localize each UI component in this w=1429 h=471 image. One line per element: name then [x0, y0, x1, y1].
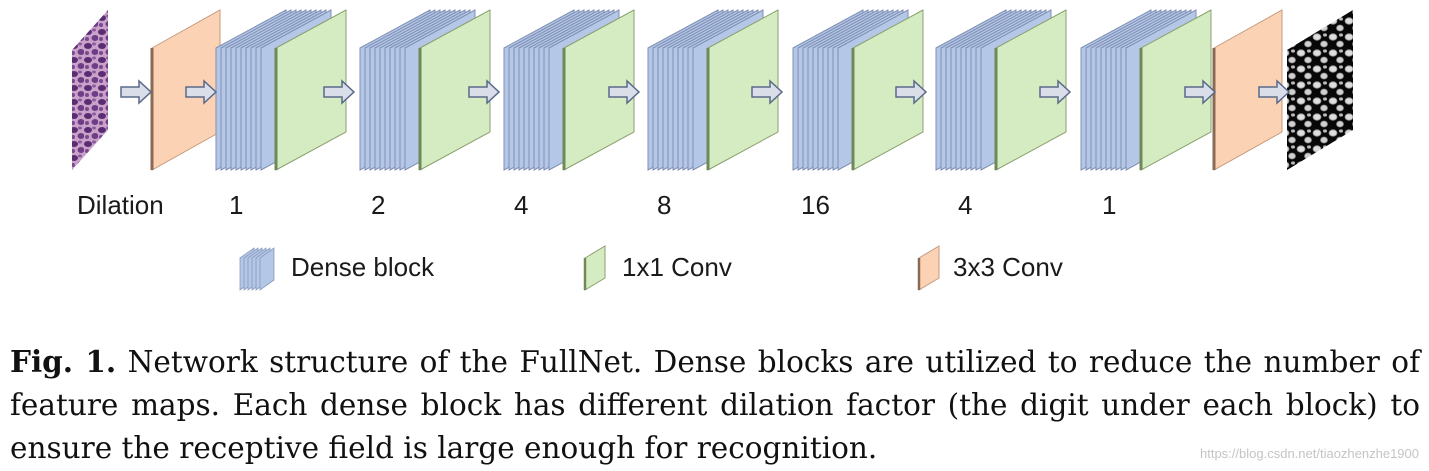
dilation-value: 8	[657, 190, 672, 220]
dense-stage-3	[503, 9, 635, 171]
conv1x1-layer	[851, 9, 924, 171]
conv1x1-layer	[274, 9, 347, 171]
conv1x1-layer	[562, 9, 635, 171]
arrow-icon	[608, 79, 641, 105]
dense-stages	[215, 9, 1212, 171]
dense-stage-2	[359, 9, 491, 171]
watermark: https://blog.csdn.net/tiaozhenzhe1900	[1200, 446, 1419, 461]
arrow-icon	[1258, 79, 1291, 105]
legend-conv3x3-icon	[917, 245, 940, 291]
flow-arrows	[120, 79, 1291, 105]
legend-conv1x1-label: 1x1 Conv	[622, 252, 732, 282]
dense-stage-7	[1080, 9, 1212, 171]
dilation-value: 1	[1102, 190, 1117, 220]
dilation-value: 4	[958, 190, 973, 220]
arrow-icon	[468, 79, 501, 105]
caption-text: Network structure of the FullNet. Dense …	[10, 345, 1420, 465]
conv1x1-layer	[1139, 9, 1212, 171]
arrow-icon	[1039, 79, 1072, 105]
conv3x3-layer-output	[1212, 9, 1283, 171]
input-histology-image	[72, 10, 108, 170]
arrow-icon	[895, 79, 928, 105]
arrow-icon	[1184, 79, 1217, 105]
dense-stage-4	[647, 9, 779, 171]
dilation-value: 2	[371, 190, 386, 220]
legend-dense-block-label: Dense block	[291, 252, 435, 282]
arrow-icon	[185, 79, 218, 105]
figure-caption: Fig. 1. Network structure of the FullNet…	[10, 340, 1420, 470]
conv1x1-layer	[706, 9, 779, 171]
dense-stage-1	[215, 9, 347, 171]
figure-label: Fig. 1.	[10, 344, 117, 379]
dense-stage-6	[935, 9, 1067, 171]
network-diagram	[72, 9, 1353, 291]
legend-dense-block-icon	[239, 247, 275, 291]
arrow-icon	[120, 79, 153, 105]
dilation-value: 1	[229, 190, 244, 220]
legend-conv1x1-icon	[583, 245, 606, 291]
conv1x1-layer	[418, 9, 491, 171]
output-segmentation-mask	[1287, 10, 1353, 170]
arrow-icon	[751, 79, 784, 105]
dilation-value: 4	[514, 190, 529, 220]
dilation-label: Dilation	[77, 190, 164, 220]
legend-conv3x3-label: 3x3 Conv	[953, 252, 1063, 282]
arrow-icon	[323, 79, 356, 105]
dense-stage-5	[792, 9, 924, 171]
conv1x1-layer	[994, 9, 1067, 171]
dilation-value: 16	[801, 190, 830, 220]
